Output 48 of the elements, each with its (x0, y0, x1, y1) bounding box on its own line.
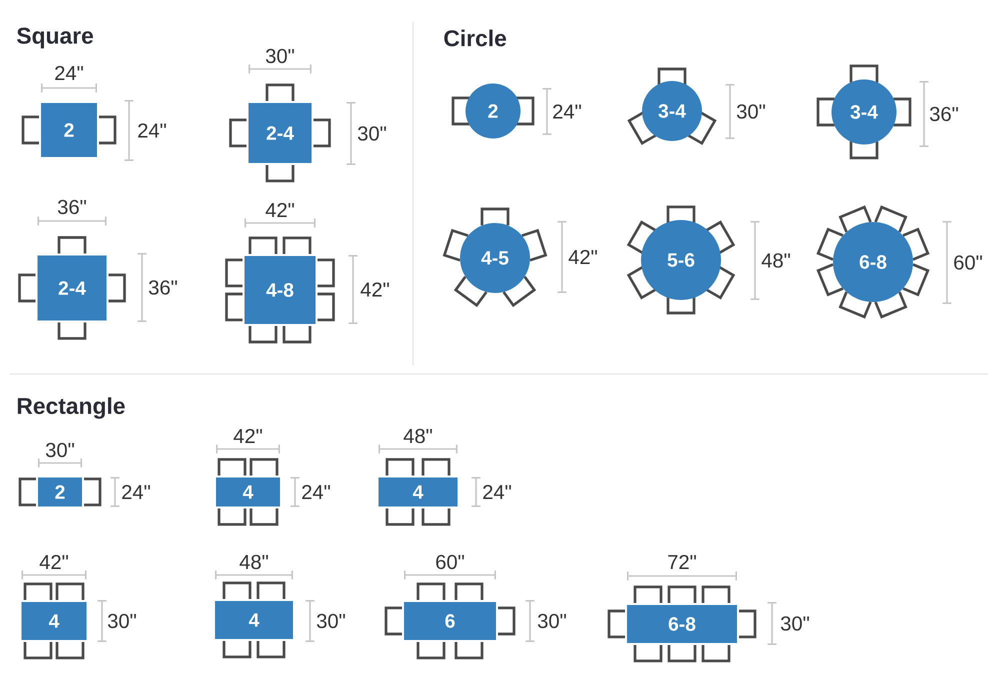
dimension-label: 30" (316, 614, 345, 628)
round-table: 4-5 (460, 223, 530, 293)
dimension-label: 36" (930, 106, 958, 122)
dimension-label: 42" (234, 428, 262, 444)
dimension-label: 24" (138, 123, 166, 138)
dimension-label: 60" (954, 255, 982, 270)
dimension-label: 48" (762, 253, 790, 268)
dimension-label: 24" (483, 484, 511, 500)
square-table: 2 (41, 103, 97, 157)
round-table: 5-6 (641, 220, 721, 300)
rectangular-table: 6 (404, 602, 496, 640)
dimension-label: 42" (360, 282, 389, 297)
dimension-label: 48" (404, 428, 432, 444)
rectangular-table: 2 (38, 478, 82, 506)
rectangular-table: 4 (378, 478, 458, 506)
dimension-label: 72" (668, 554, 696, 570)
dimension-label: 24" (122, 484, 150, 500)
rectangular-table: 4 (216, 478, 280, 506)
round-table: 6-8 (833, 222, 913, 302)
square-table: 4-8 (244, 256, 316, 324)
rectangular-table: 4 (22, 602, 86, 640)
dimension-label: 24" (55, 66, 83, 80)
square-table: 2-4 (248, 103, 312, 163)
dimension-label: 36" (148, 280, 177, 295)
dimension-label: 36" (58, 200, 86, 214)
dimension-label: 48" (240, 554, 268, 570)
dimension-label: 42" (266, 202, 294, 218)
dimension-label: 30" (266, 48, 294, 64)
section-heading: Rectangle (18, 397, 125, 419)
square-table: 2-4 (38, 256, 106, 320)
dimension-label: 30" (538, 614, 566, 628)
dimension-label: 42" (568, 250, 597, 264)
round-table: 2 (466, 84, 520, 138)
section-heading: Circle (444, 30, 506, 46)
dimension-label: 30" (780, 616, 809, 631)
dimension-label: 42" (40, 554, 68, 570)
dimension-label: 24" (553, 104, 581, 119)
dimension-label: 60" (436, 554, 464, 570)
section-heading: Square (17, 28, 94, 48)
dimension-label: 30" (46, 442, 74, 458)
rectangular-table: 6-8 (627, 605, 737, 643)
dimension-label: 30" (108, 614, 136, 628)
dimension-label: 30" (736, 104, 765, 119)
rectangular-table: 4 (215, 601, 293, 639)
dimension-label: 24" (302, 484, 330, 500)
dimension-label: 30" (358, 126, 386, 141)
round-table: 3-4 (832, 80, 896, 144)
round-table: 3-4 (642, 81, 702, 141)
